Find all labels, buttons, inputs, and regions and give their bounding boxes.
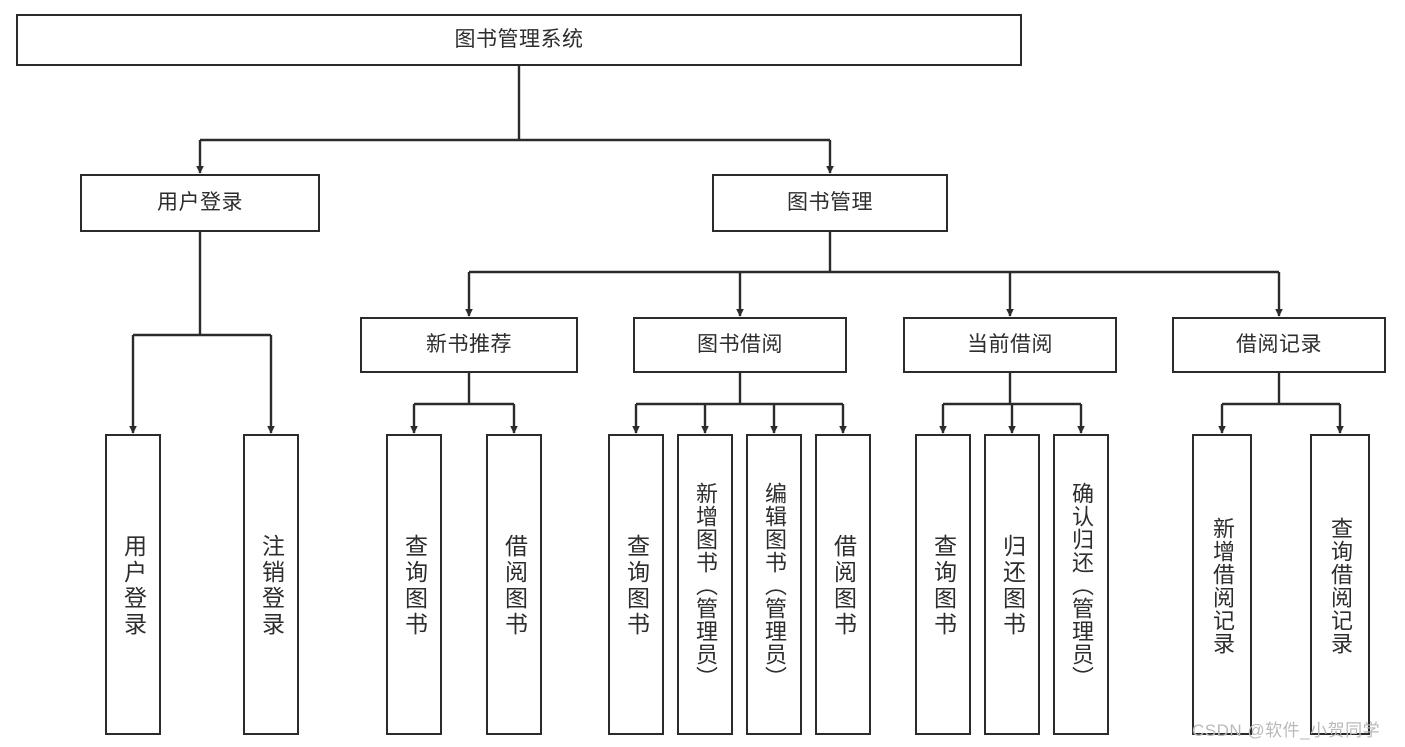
node-label: 新增借阅记录: [1210, 516, 1235, 655]
node-label: 查询图书: [401, 533, 428, 638]
node-leaf-borrow-2[interactable]: 新增图书（管理员）: [677, 434, 733, 735]
node-leaf-new-2[interactable]: 借阅图书: [486, 434, 542, 735]
node-label: 用户登录: [120, 533, 147, 638]
node-label: 图书管理系统: [454, 27, 584, 51]
node-current[interactable]: 当前借阅: [903, 317, 1117, 373]
node-login[interactable]: 用户登录: [80, 174, 320, 232]
node-leaf-borrow-1[interactable]: 查询图书: [608, 434, 664, 735]
node-records[interactable]: 借阅记录: [1172, 317, 1386, 373]
node-label: 借阅图书: [501, 533, 528, 638]
node-bookmgmt[interactable]: 图书管理: [712, 174, 948, 232]
node-label: 归还图书: [999, 533, 1026, 638]
node-label: 查询图书: [930, 533, 957, 638]
node-label: 确认归还（管理员）: [1069, 482, 1094, 689]
node-label: 查询借阅记录: [1328, 516, 1353, 655]
node-leaf-cur-2[interactable]: 归还图书: [984, 434, 1040, 735]
node-leaf-borrow-3[interactable]: 编辑图书（管理员）: [746, 434, 802, 735]
node-label: 借阅记录: [1236, 332, 1322, 356]
node-leaf-borrow-4[interactable]: 借阅图书: [815, 434, 871, 735]
node-label: 图书借阅: [697, 332, 783, 356]
node-label: 注销登录: [258, 533, 285, 638]
node-leaf-login-2[interactable]: 注销登录: [243, 434, 299, 735]
node-label: 编辑图书（管理员）: [762, 482, 787, 689]
watermark-text: CSDN @软件_小贺同学: [1192, 721, 1381, 740]
node-borrow[interactable]: 图书借阅: [633, 317, 847, 373]
node-leaf-rec-1[interactable]: 新增借阅记录: [1192, 434, 1252, 735]
node-label: 图书管理: [787, 190, 873, 214]
node-newbook[interactable]: 新书推荐: [360, 317, 578, 373]
node-label: 借阅图书: [830, 533, 857, 638]
node-label: 新书推荐: [426, 332, 512, 356]
node-label: 用户登录: [157, 190, 243, 214]
node-leaf-cur-1[interactable]: 查询图书: [915, 434, 971, 735]
node-leaf-cur-3[interactable]: 确认归还（管理员）: [1053, 434, 1109, 735]
node-label: 新增图书（管理员）: [693, 482, 718, 689]
node-leaf-new-1[interactable]: 查询图书: [386, 434, 442, 735]
node-leaf-rec-2[interactable]: 查询借阅记录: [1310, 434, 1370, 735]
node-label: 当前借阅: [967, 332, 1053, 356]
node-leaf-login-1[interactable]: 用户登录: [105, 434, 161, 735]
node-label: 查询图书: [623, 533, 650, 638]
node-root[interactable]: 图书管理系统: [16, 14, 1022, 66]
